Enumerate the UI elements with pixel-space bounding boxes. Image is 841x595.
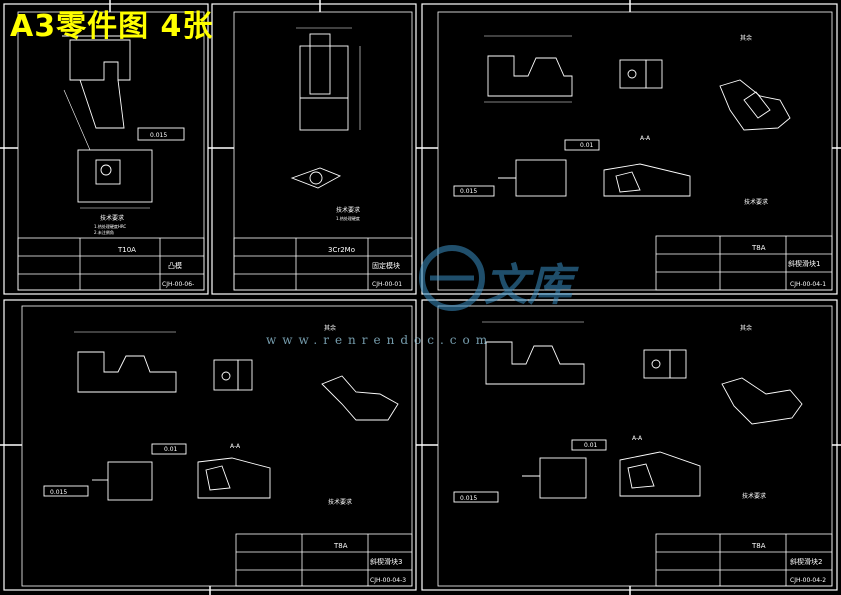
sheet-2-title-block (233, 237, 413, 291)
sheet-1-material: T10A (117, 246, 136, 254)
svg-text:2.未注倒角: 2.未注倒角 (94, 229, 114, 235)
sheet-2-text: 技术要求 1.热处理硬度 (336, 206, 360, 221)
svg-text:0.01: 0.01 (164, 446, 178, 453)
sheet-1-drawing-no: CJH-00-06- (162, 281, 194, 288)
sheet-5-title-block (655, 533, 833, 587)
inner-frames (17, 11, 833, 587)
svg-text:0.015: 0.015 (150, 132, 167, 139)
svg-text:其余: 其余 (740, 324, 752, 332)
sheet-1-text: 0.015 技术要求 1.热处理硬度HRC 2.未注倒角 (94, 132, 167, 235)
watermark-url: www.renrendoc.com (266, 333, 494, 347)
svg-text:技术要求: 技术要求 (742, 492, 766, 500)
sheet-count-title: A3零件图 4张 (10, 9, 214, 44)
sheet-4-part-name: 斜楔滑块3 (370, 557, 402, 566)
svg-text:技术要求: 技术要求 (336, 206, 360, 214)
sheet-1-part-name: 凸模 (168, 261, 182, 270)
sheet-3-drawing-no: CJH-00-04-1 (790, 281, 826, 288)
svg-text:A-A: A-A (230, 443, 241, 450)
svg-text:0.015: 0.015 (50, 489, 67, 496)
sheet-5-part-name: 斜楔滑块2 (790, 557, 822, 566)
svg-text:0.015: 0.015 (460, 495, 477, 502)
svg-text:技术要求: 技术要求 (744, 198, 768, 206)
sheet-3-part-name: 斜楔滑块1 (788, 259, 820, 268)
sheet-2-views (290, 27, 361, 189)
sheet-2-drawing-no: CJH-00-01 (372, 281, 402, 288)
svg-text:技术要求: 技术要求 (328, 498, 352, 506)
watermark-logo: 文库 (419, 245, 579, 311)
sheet-1-views (62, 35, 185, 209)
sheet-3-views (453, 35, 791, 197)
sheet-5-drawing-no: CJH-00-04-2 (790, 577, 826, 584)
svg-text:1.热处理硬度HRC: 1.热处理硬度HRC (94, 223, 126, 229)
svg-text:技术要求: 技术要求 (100, 214, 124, 222)
sheet-5-views (453, 321, 803, 503)
sheet-3-title-block (655, 235, 833, 291)
svg-text:A-A: A-A (640, 135, 651, 142)
sheet-4-views (43, 331, 399, 501)
sheet-4-text: 其余 0.01 0.015 A-A 技术要求 (50, 324, 352, 506)
svg-text:A-A: A-A (632, 435, 643, 442)
sheet-4-title-block (235, 533, 413, 587)
sheet-frame-2 (211, 3, 417, 295)
sheet-5-text: 其余 0.01 0.015 A-A 技术要求 (460, 324, 766, 502)
watermark-logo-text: 文库 (484, 260, 579, 311)
sheet-4-material: T8A (333, 542, 348, 550)
sheet-3-material: T8A (751, 244, 766, 252)
svg-text:0.01: 0.01 (580, 142, 594, 149)
svg-text:其余: 其余 (740, 34, 752, 42)
sheet-3-text: 其余 0.01 0.015 A-A 技术要求 (460, 34, 768, 206)
sheet-2-part-name: 固定模块 (372, 261, 400, 270)
svg-text:0.015: 0.015 (460, 188, 477, 195)
sheet-2-material: 3Cr2Mo (328, 246, 355, 254)
sheet-5-material: T8A (751, 542, 766, 550)
sheet-1-title-block (17, 237, 205, 291)
sheet-frame-1 (3, 3, 209, 295)
svg-text:1.热处理硬度: 1.热处理硬度 (336, 215, 360, 221)
svg-text:其余: 其余 (324, 324, 336, 332)
svg-text:0.01: 0.01 (584, 442, 598, 449)
sheet-4-drawing-no: CJH-00-04-3 (370, 577, 406, 584)
